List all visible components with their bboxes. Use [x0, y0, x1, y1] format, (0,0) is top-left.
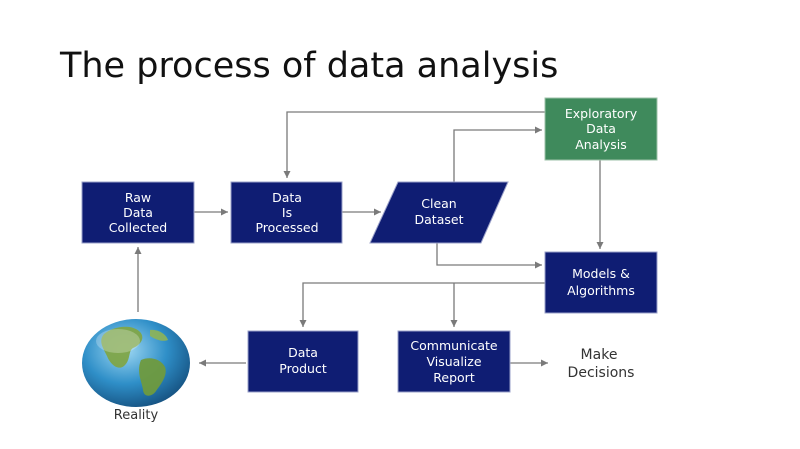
clean-line-1: Clean [421, 196, 456, 211]
raw-line-3: Collected [109, 220, 167, 235]
connectors [134, 111, 604, 367]
reality-label: Reality [114, 408, 159, 423]
raw-line-1: Raw [125, 190, 151, 205]
arrow-clean-to-models [436, 243, 542, 269]
arrow-clean-to-eda [453, 126, 542, 182]
node-models-algorithms: Models & Algorithms [544, 251, 658, 314]
communicate-line-3: Report [433, 370, 475, 385]
processed-line-1: Data [272, 190, 302, 205]
product-line-1: Data [288, 345, 318, 360]
eda-line-1: Exploratory [565, 106, 638, 121]
globe-icon [82, 319, 190, 407]
node-raw-data-collected: Raw Data Collected [81, 181, 195, 244]
communicate-line-1: Communicate [410, 338, 497, 353]
node-data-is-processed: Data Is Processed [230, 181, 343, 244]
raw-line-2: Data [123, 205, 153, 220]
product-line-2: Product [279, 361, 327, 376]
clean-line-2: Dataset [415, 212, 464, 227]
arrow-models-to-product [299, 282, 545, 327]
node-exploratory-data-analysis: Exploratory Data Analysis [544, 97, 658, 161]
node-data-product: Data Product [247, 330, 359, 393]
models-line-2: Algorithms [567, 283, 635, 298]
communicate-line-2: Visualize [426, 354, 481, 369]
slide-title: The process of data analysis [60, 46, 559, 86]
processed-line-2: Is [282, 205, 292, 220]
models-line-1: Models & [572, 266, 630, 281]
node-clean-dataset: Clean Dataset [369, 181, 509, 244]
decisions-line-1: Make [581, 347, 618, 363]
node-communicate-visualize-report: Communicate Visualize Report [397, 330, 511, 393]
processed-line-3: Processed [255, 220, 318, 235]
node-make-decisions: Make Decisions [568, 347, 635, 381]
eda-line-2: Data [586, 121, 616, 136]
decisions-line-2: Decisions [568, 365, 635, 381]
eda-line-3: Analysis [575, 137, 627, 152]
arrow-eda-to-processed [283, 111, 545, 178]
